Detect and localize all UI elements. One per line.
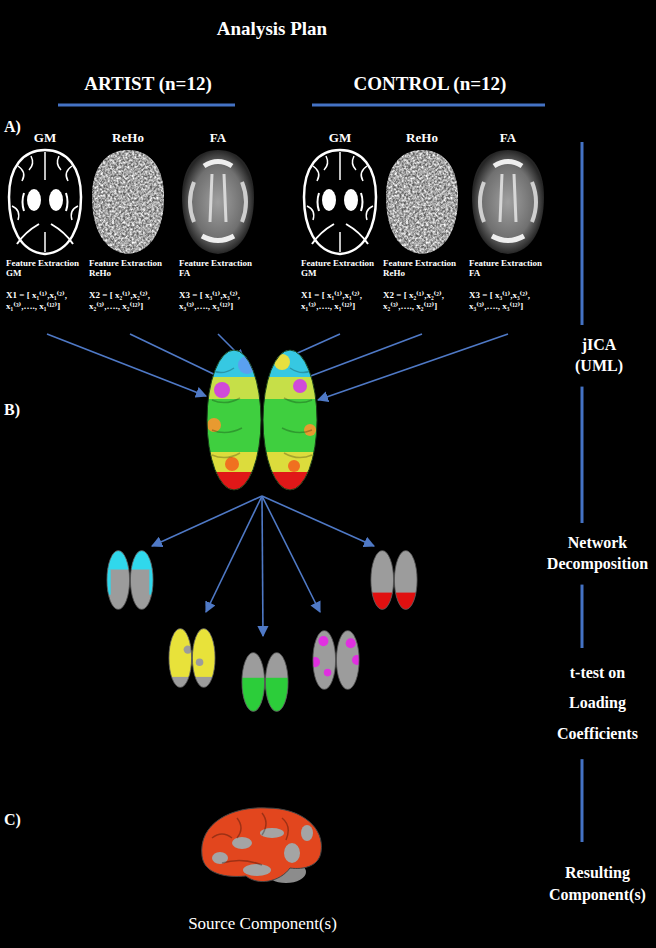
group-underline <box>58 104 235 107</box>
modality-heading: FA <box>469 130 547 146</box>
feature-column: ReHoFeature Extraction ReHo X2 = [ x₂⁽¹⁾,… <box>86 130 170 313</box>
modality-brains <box>9 150 544 254</box>
panel-letter: A) <box>4 117 34 136</box>
step-label: Network Decomposition <box>541 533 654 575</box>
feature-column: GM Feature Extraction GM X1 = [ x₁⁽¹⁾,x₁⁽²… <box>298 130 382 313</box>
feature-label: Feature Extraction ReHo <box>383 258 461 280</box>
modality-heading: FA <box>179 130 257 146</box>
feature-column: ReHoFeature Extraction ReHo X2 = [ x₂⁽¹⁾,… <box>380 130 464 313</box>
feature-vector: X3 = [ x₃⁽¹⁾,x₃⁽²⁾, x₃⁽³⁾,…., x₃⁽¹²⁾] <box>469 290 547 313</box>
network-brain <box>240 651 290 714</box>
feature-label: Feature Extraction GM <box>6 258 84 280</box>
feature-label: Feature Extraction FA <box>469 258 547 280</box>
rail-segment <box>581 759 584 842</box>
feature-column: GMFeature Extraction GMX1 = [ x₁⁽¹⁾,x₁⁽²… <box>3 130 87 313</box>
group-heading: CONTROL (n=12) <box>322 73 538 96</box>
rail-segment <box>581 387 584 523</box>
modality-heading: GM <box>301 130 379 146</box>
rail-segment <box>581 142 584 325</box>
modality-heading: ReHo <box>89 130 167 146</box>
feature-vector: X1 = [ x₁⁽¹⁾,x₁⁽²⁾, x₁⁽³⁾,…., x₁⁽¹²⁾] <box>301 290 379 313</box>
step-label: Resulting Component(s) <box>541 862 654 907</box>
network-brain <box>369 549 419 612</box>
feature-label: Feature Extraction FA <box>179 258 257 280</box>
rail-segment <box>581 585 584 648</box>
modality-heading: ReHo <box>383 130 461 146</box>
feature-column: FA Feature Extraction FA X3 = [ x₃⁽¹⁾,x₃⁽²… <box>466 130 550 313</box>
panel-letter: C) <box>4 810 34 829</box>
source-component-brain <box>192 798 332 898</box>
component-caption: Source Component(s) <box>130 914 395 934</box>
feature-vector: X2 = [ x₂⁽¹⁾,x₂⁽²⁾, x₂⁽³⁾,…., x₂⁽¹²⁾] <box>383 290 461 313</box>
group-underline <box>312 104 545 107</box>
flow-arrows <box>47 334 508 400</box>
jica-brain <box>202 345 322 495</box>
step-label: jICA (UML) <box>564 335 634 377</box>
feature-label: Feature Extraction GM <box>301 258 379 280</box>
network-brain <box>105 549 155 612</box>
feature-vector: X3 = [ x₃⁽¹⁾,x₃⁽²⁾, x₃⁽³⁾,…., x₃⁽¹²⁾] <box>179 290 257 313</box>
feature-vector: X2 = [ x₂⁽¹⁾,x₂⁽²⁾, x₂⁽³⁾,…., x₂⁽¹²⁾] <box>89 290 167 313</box>
step-label: t-test on Loading Coefficients <box>541 658 654 749</box>
feature-label: Feature Extraction ReHo <box>89 258 167 280</box>
network-brain <box>167 627 217 690</box>
diagram-title: Analysis Plan <box>172 18 372 40</box>
panel-letter: B) <box>4 400 34 419</box>
feature-vector: X1 = [ x₁⁽¹⁾,x₁⁽²⁾, x₁⁽³⁾,…., x₁⁽¹²⁾] <box>6 290 84 313</box>
feature-column: FA Feature Extraction FA X3 = [ x₃⁽¹⁾,x₃⁽²… <box>176 130 260 313</box>
group-heading: ARTIST (n=12) <box>40 73 256 96</box>
network-brain <box>310 629 362 692</box>
decomposition-arrows <box>152 496 374 636</box>
